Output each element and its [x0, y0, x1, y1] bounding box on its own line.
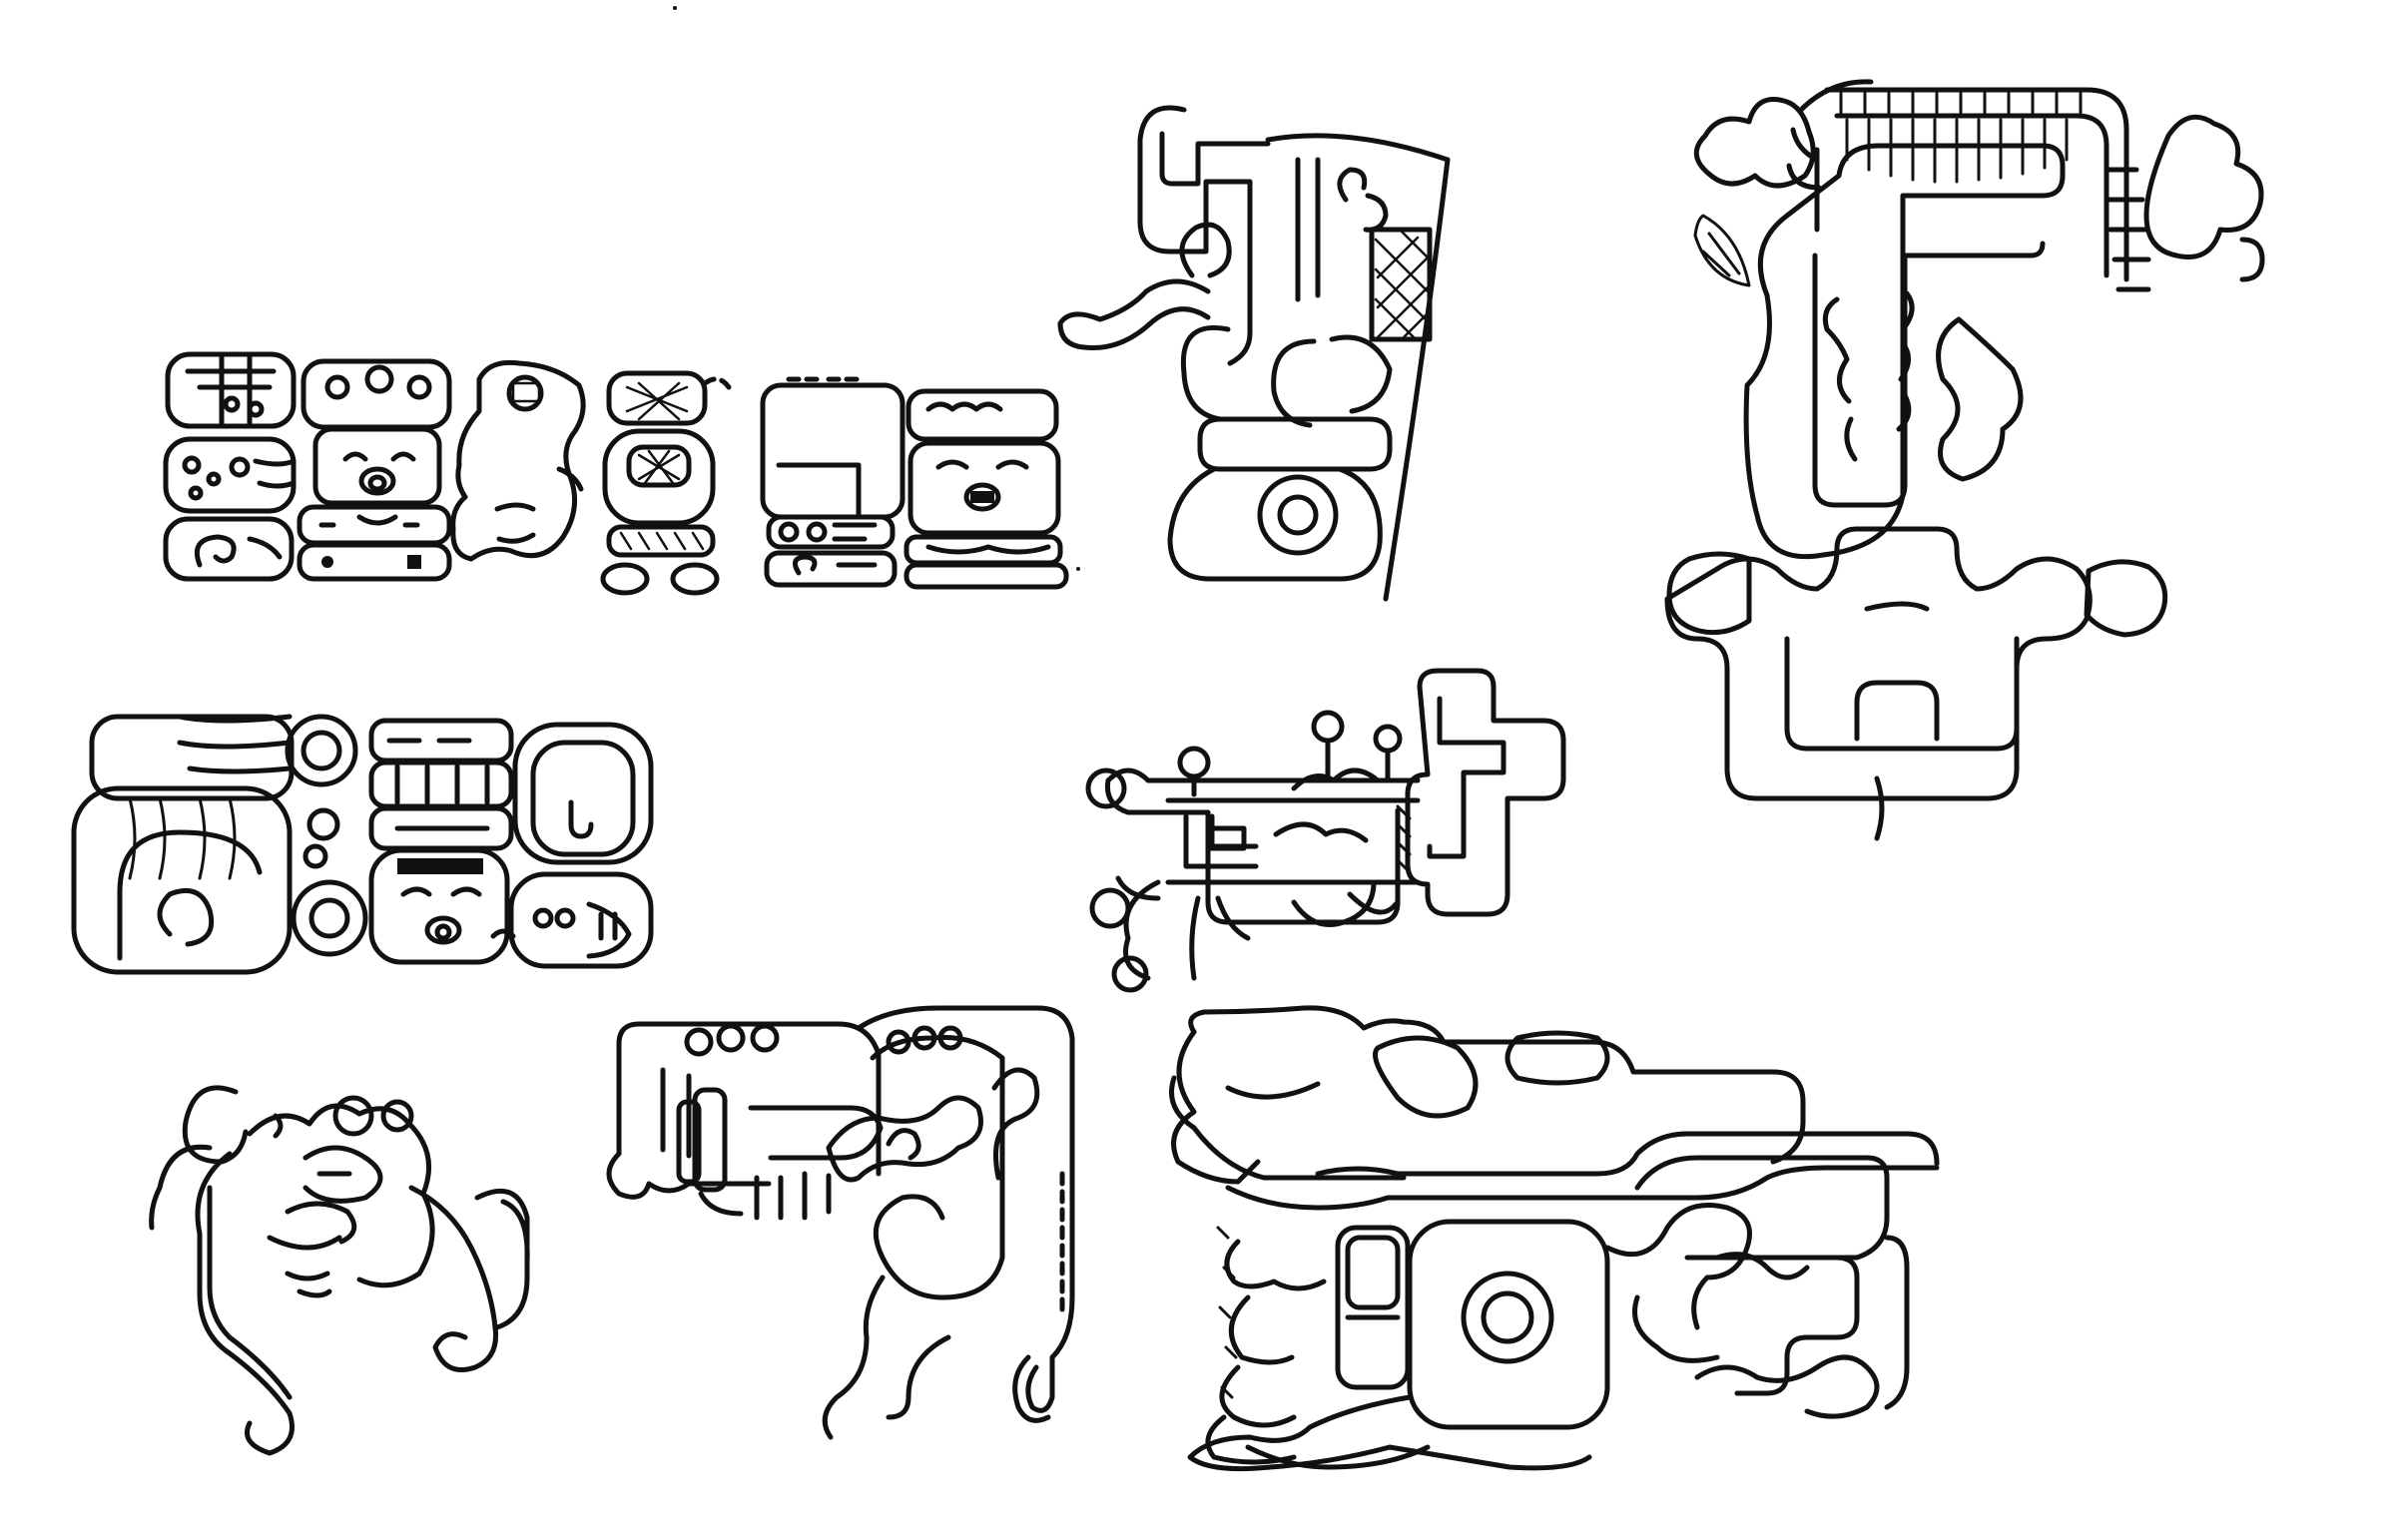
glyph-main-right — [368, 718, 654, 969]
glyph-block-e — [903, 388, 1069, 590]
serpent-head-small-left — [149, 1085, 530, 1456]
glyph-block-a — [163, 351, 297, 582]
large-serpent-head-fragment — [1169, 1005, 1940, 1472]
serpent-bar-fragment-upper — [1057, 105, 1451, 602]
stray-marks — [673, 6, 1080, 571]
glyph-main-left — [71, 714, 368, 975]
headdress-emblem — [1664, 79, 2265, 841]
glyph-block-d — [760, 376, 905, 588]
hand-glyph-panel — [606, 1005, 1075, 1440]
glyph-block-b — [297, 358, 452, 582]
serpent-bar-fragment-middle — [1085, 668, 1566, 993]
glyph-block-c — [450, 359, 732, 596]
